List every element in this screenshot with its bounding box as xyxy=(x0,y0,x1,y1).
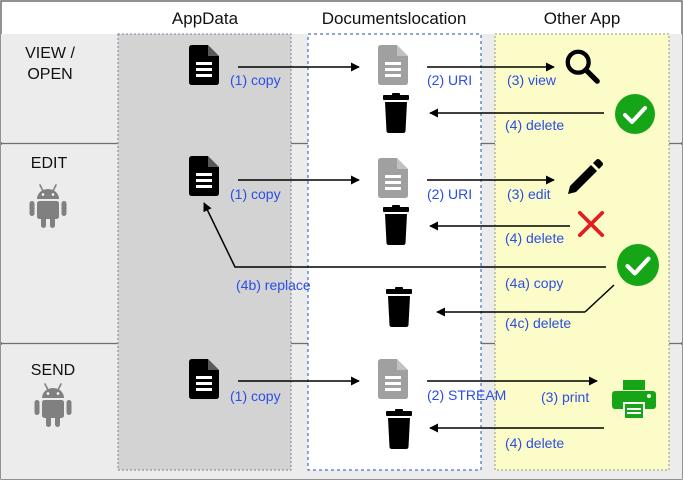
column-header-appdata: AppData xyxy=(172,9,239,28)
check-circle-icon xyxy=(617,244,659,286)
arrow-delete-c-segment xyxy=(584,284,615,313)
row-label-view-line2: OPEN xyxy=(27,66,72,83)
label-delete-c: (4c) delete xyxy=(505,315,571,331)
label-copy-back: (4a) copy xyxy=(505,275,563,291)
label-copy: (1) copy xyxy=(230,72,281,88)
row-label-edit: EDIT xyxy=(31,155,68,172)
label-uri: (2) URI xyxy=(427,72,472,88)
lane-appdata xyxy=(117,33,292,471)
column-header-documents: Documentslocation xyxy=(322,9,467,28)
label-stream: (2) STREAM xyxy=(427,387,506,403)
row-label-send: SEND xyxy=(31,362,75,379)
trash-icon xyxy=(383,205,409,245)
label-view: (3) view xyxy=(507,72,557,88)
label-delete: (4) delete xyxy=(505,117,564,133)
check-circle-icon xyxy=(615,94,655,134)
label-copy: (1) copy xyxy=(230,186,281,202)
column-header-other-app: Other App xyxy=(544,9,621,28)
label-copy: (1) copy xyxy=(230,388,281,404)
trash-icon xyxy=(386,287,412,327)
label-delete: (4) delete xyxy=(505,230,564,246)
label-replace: (4b) replace xyxy=(236,277,311,293)
label-delete: (4) delete xyxy=(505,435,564,451)
row-label-view-line1: VIEW / xyxy=(25,45,75,62)
label-edit: (3) edit xyxy=(507,186,551,202)
trash-icon xyxy=(383,93,409,133)
arrow-replace xyxy=(203,202,606,268)
label-print: (3) print xyxy=(541,389,589,405)
label-uri: (2) URI xyxy=(427,186,472,202)
trash-icon xyxy=(386,409,412,449)
